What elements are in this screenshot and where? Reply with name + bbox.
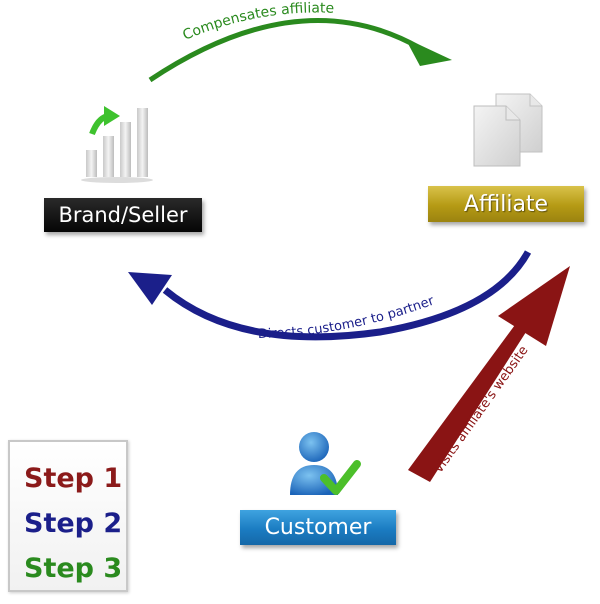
steps-legend: Step 1 Step 2 Step 3 bbox=[8, 440, 128, 592]
legend-step-2: Step 2 bbox=[24, 508, 123, 539]
affiliate-label: Affiliate bbox=[428, 186, 584, 222]
brand-seller-label: Brand/Seller bbox=[44, 198, 202, 232]
bar-chart-growth-icon bbox=[81, 106, 153, 183]
legend-step-3: Step 3 bbox=[24, 553, 123, 584]
visits-arrow bbox=[408, 266, 570, 482]
directs-arrow bbox=[128, 250, 532, 341]
compensates-arrow bbox=[148, 18, 452, 83]
visits-label: Visits affiliate's website bbox=[431, 343, 532, 476]
legend-step-1: Step 1 bbox=[24, 463, 123, 494]
user-check-icon bbox=[290, 432, 361, 495]
customer-label: Customer bbox=[240, 510, 396, 545]
documents-icon bbox=[473, 93, 543, 167]
